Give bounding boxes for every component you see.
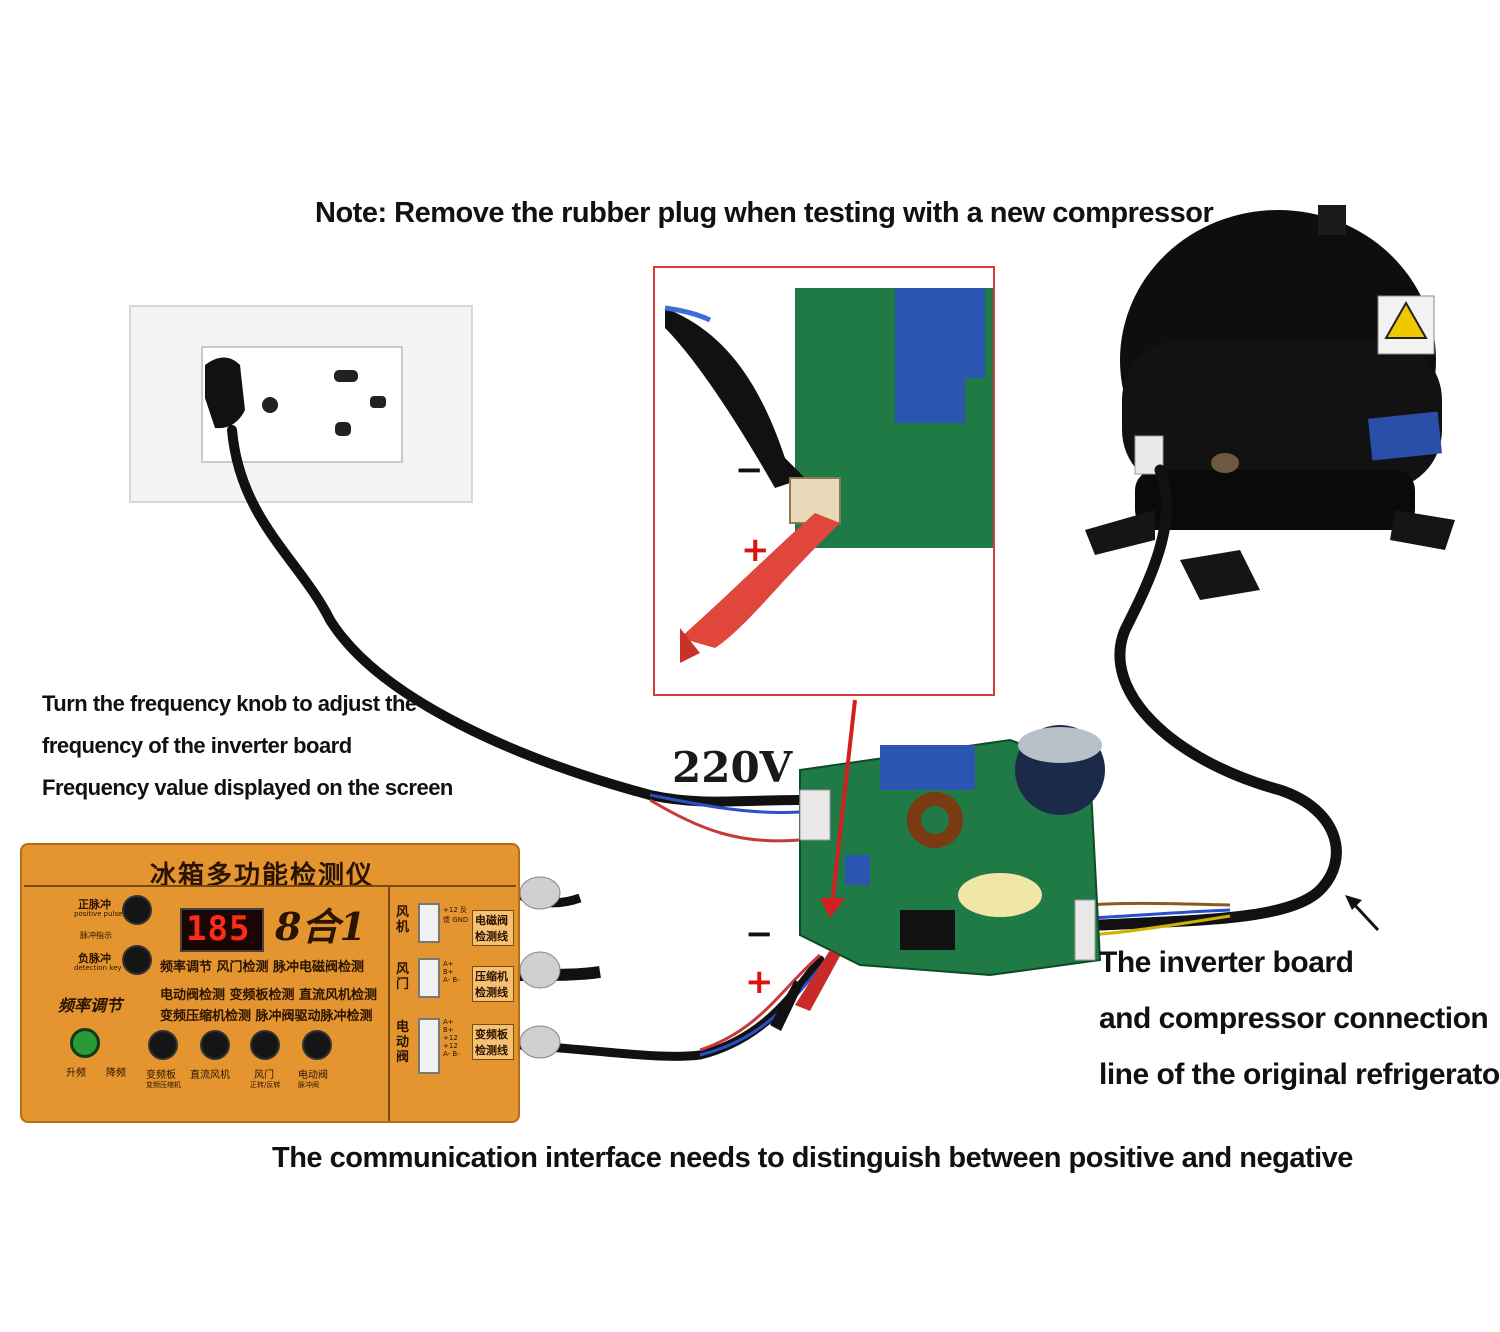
valve-port-tag: 变频板检测线 xyxy=(472,1024,514,1060)
valve-port[interactable] xyxy=(418,1018,440,1074)
function-row-2: 电动阀检测 变频板检测 直流风机检测 xyxy=(160,988,378,1003)
frequency-caption-line-1: Turn the frequency knob to adjust the xyxy=(42,691,417,716)
dc-fan-button[interactable] xyxy=(200,1030,230,1060)
damper-button-sub: 正转/反转 xyxy=(250,1081,281,1089)
damper-section-label: 风门 xyxy=(396,962,410,992)
positive-pulse-button[interactable] xyxy=(122,895,152,925)
frequency-caption-line-3: Frequency value displayed on the screen xyxy=(42,775,453,800)
fan-section-label: 风机 xyxy=(396,905,410,935)
tester-title-divider xyxy=(24,885,516,887)
damper-button-label: 风门 xyxy=(254,1070,274,1081)
pulse-indicator-label: 脉冲指示 xyxy=(80,931,112,940)
compressor-cable xyxy=(1094,464,1342,931)
pointer-arrow xyxy=(1350,900,1380,932)
inset-positive-sign: + xyxy=(741,530,770,570)
frequency-knob-label: 频率调节 xyxy=(58,996,123,1015)
positive-pulse-en-label: positive pulse xyxy=(74,910,123,918)
inverter-board xyxy=(799,725,1105,977)
damper-button[interactable] xyxy=(250,1030,280,1060)
valve-section-label: 电动阀 xyxy=(396,1020,410,1065)
fan-port[interactable] xyxy=(418,903,440,943)
inset-negative-sign: − xyxy=(735,450,764,490)
dc-fan-button-label: 直流风机 xyxy=(190,1070,230,1081)
frequency-up-label: 升频 xyxy=(66,1068,86,1079)
electric-valve-button-sub: 脉冲阀 xyxy=(298,1081,319,1089)
inverter-board-button[interactable] xyxy=(148,1030,178,1060)
power-cable xyxy=(227,425,805,807)
damper-port[interactable] xyxy=(418,958,440,998)
negative-pulse-button[interactable] xyxy=(122,945,152,975)
inverter-board-button-sub: 变频压缩机 xyxy=(146,1081,181,1089)
wall-socket xyxy=(129,305,473,503)
inverter-board-button-label: 变频板 xyxy=(146,1070,176,1081)
fan-port-tag: 电磁阀检测线 xyxy=(472,910,514,946)
electric-valve-button[interactable] xyxy=(302,1030,332,1060)
damper-port-pins: A+ B+ A- B- xyxy=(443,960,460,984)
function-row-1: 频率调节 风门检测 脉冲电磁阀检测 xyxy=(160,960,365,975)
frequency-down-label: 降频 xyxy=(106,1068,126,1079)
inset-closeup xyxy=(653,266,995,696)
voltage-label: 220V xyxy=(672,743,793,792)
eight-in-one-badge: 8合1 xyxy=(275,904,366,949)
tester-right-divider xyxy=(388,887,390,1121)
detection-key-label: detection key xyxy=(74,964,122,972)
frequency-caption-line-2: frequency of the inverter board xyxy=(42,733,352,758)
positive-pulse-label: 正脉冲 xyxy=(78,898,111,911)
compressor xyxy=(1085,205,1455,600)
electric-valve-button-label: 电动阀 xyxy=(298,1070,328,1081)
note-caption: Note: Remove the rubber plug when testin… xyxy=(315,197,1214,229)
connection-caption-line-3: line of the original refrigerator xyxy=(1099,1058,1500,1091)
connection-caption-line-2: and compressor connection xyxy=(1099,1002,1489,1035)
annotation-arrow xyxy=(830,699,857,906)
function-row-3: 变频压缩机检测 脉冲阀驱动脉冲检测 xyxy=(160,1009,373,1024)
negative-pulse-label: 负脉冲 xyxy=(78,952,111,965)
communication-caption: The communication interface needs to dis… xyxy=(272,1142,1353,1174)
frequency-display-value: 185 xyxy=(186,909,251,949)
connection-caption-line-1: The inverter board xyxy=(1099,946,1354,979)
valve-port-pins: A+ B+ +12 +12 A- B- xyxy=(443,1018,460,1058)
fan-port-pins: +12 反馈 GND xyxy=(443,906,469,924)
board-positive-sign: + xyxy=(745,962,774,1002)
frequency-knob[interactable] xyxy=(70,1028,100,1058)
frequency-display xyxy=(180,908,264,952)
damper-port-tag: 压缩机检测线 xyxy=(472,966,514,1002)
board-negative-sign: − xyxy=(745,914,774,954)
